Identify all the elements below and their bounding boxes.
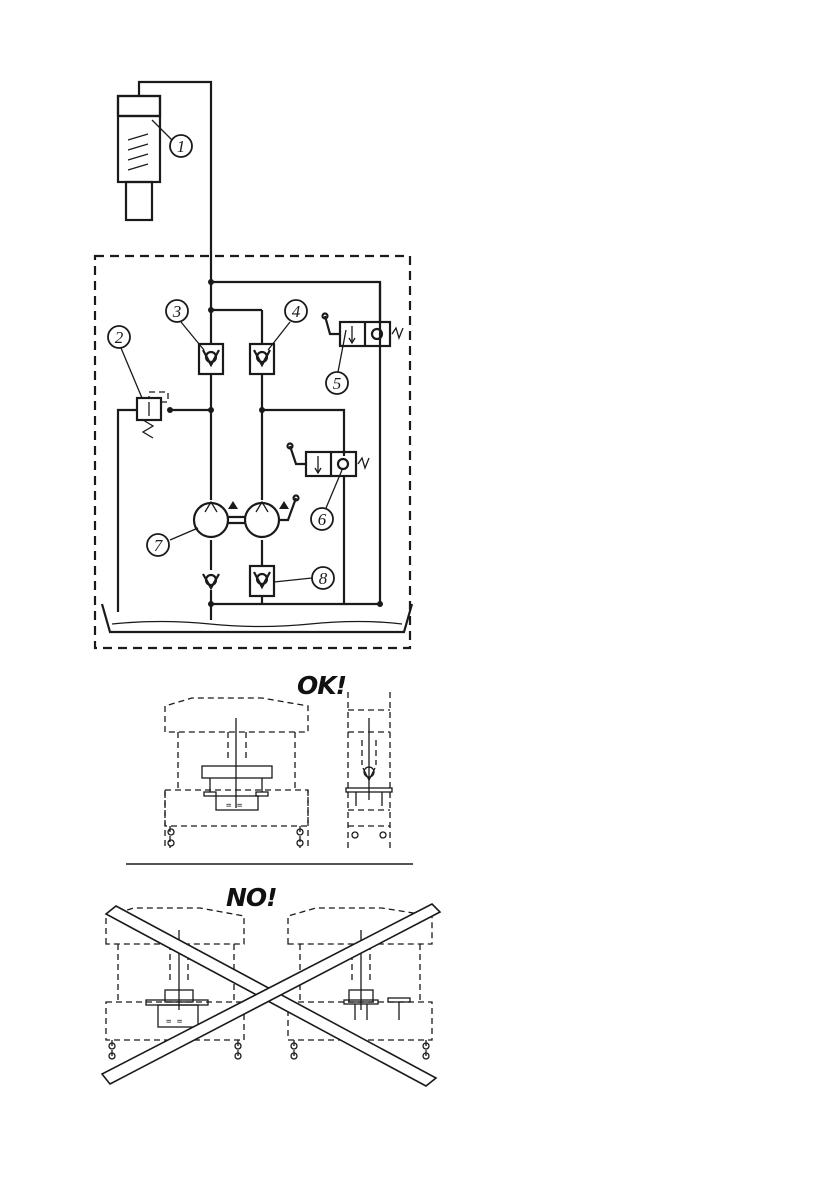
svg-text:3: 3: [172, 302, 182, 321]
hydraulic-cylinder: [118, 82, 211, 282]
svg-text:1: 1: [177, 137, 186, 156]
svg-text:= =: = =: [226, 801, 243, 811]
hydraulic-schematic: 1 2 3 4 5 6 7 8: [95, 82, 412, 648]
hand-pump-pair: [194, 496, 299, 538]
ok-side-view: [346, 692, 392, 848]
svg-text:4: 4: [292, 302, 301, 321]
callout-6: 6: [311, 508, 333, 530]
oil-tank: [102, 604, 412, 632]
check-valve-4: [250, 344, 274, 374]
no-label: NO!: [226, 883, 277, 912]
callout-4: 4: [285, 300, 307, 322]
correct-usage-illustration: OK! = =: [165, 671, 392, 848]
incorrect-usage-illustration: NO! = =: [102, 883, 440, 1086]
callout-1: 1: [170, 135, 192, 157]
svg-text:8: 8: [319, 569, 328, 588]
callout-2: 2: [108, 326, 130, 348]
release-valve-5: [323, 314, 404, 347]
check-valve-8: [250, 566, 274, 596]
cross-out-mark: [102, 904, 440, 1086]
svg-text:2: 2: [115, 328, 124, 347]
callout-5: 5: [326, 372, 348, 394]
ok-front-view: = =: [165, 698, 308, 848]
pressure-relief-valve: [118, 392, 168, 612]
svg-text:5: 5: [333, 374, 342, 393]
callout-8: 8: [312, 567, 334, 589]
svg-text:= =: = =: [166, 1017, 183, 1027]
suction-check-valve: [203, 574, 219, 588]
svg-text:6: 6: [318, 510, 327, 529]
unit-enclosure: [95, 256, 410, 648]
release-valve-6: [288, 444, 370, 477]
callout-7: 7: [147, 534, 169, 556]
ok-label: OK!: [297, 671, 346, 700]
callout-3: 3: [166, 300, 188, 322]
